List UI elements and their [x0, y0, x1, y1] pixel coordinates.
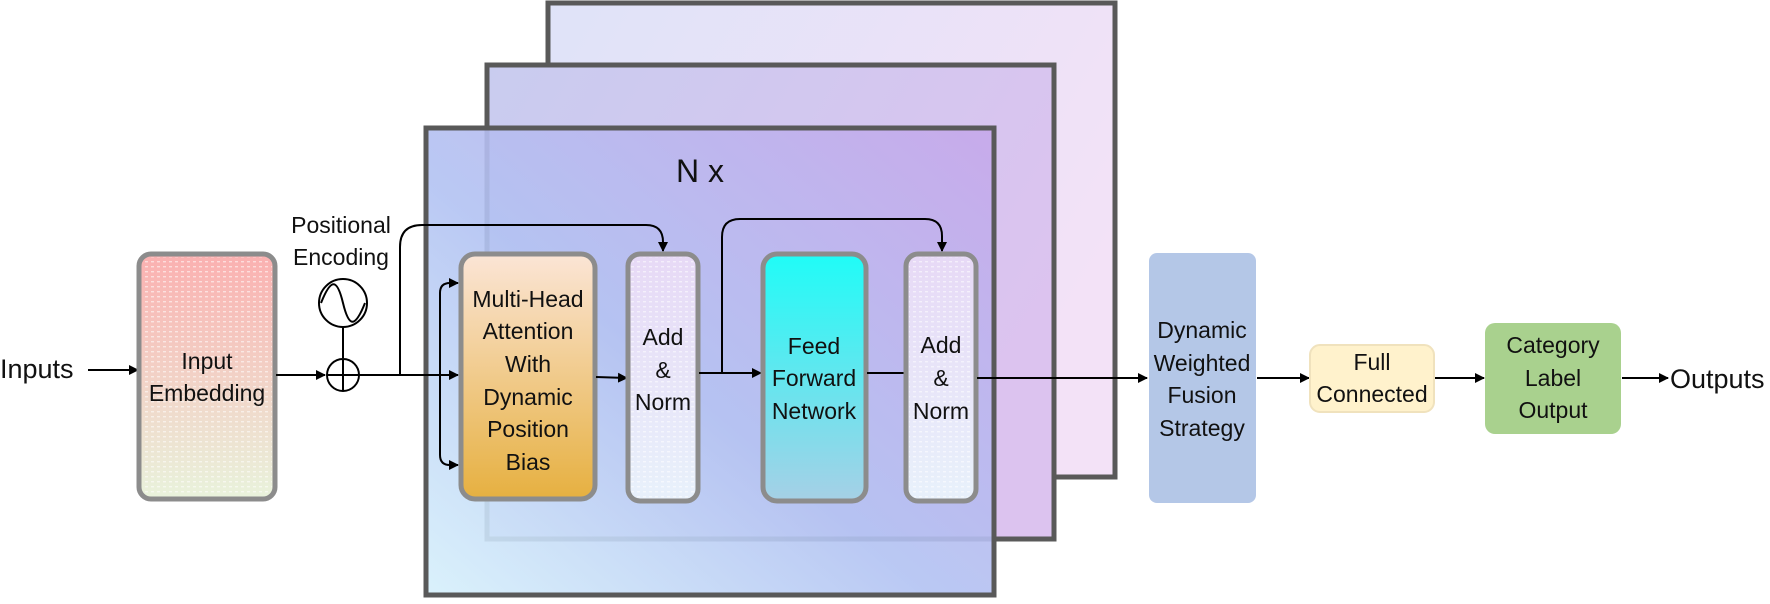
fusion-strategy-block: Dynamic Weighted Fusion Strategy	[1149, 253, 1256, 503]
inputs-label: Inputs	[0, 354, 74, 384]
mha-label: Position	[487, 416, 569, 442]
attention-branch-bottom	[439, 375, 459, 470]
fusion-label: Strategy	[1159, 415, 1245, 441]
positional-encoding-label: Positional	[291, 212, 391, 238]
residual-connection-1	[399, 224, 668, 375]
add-norm-label: Norm	[913, 398, 969, 424]
add-norm-label: Add	[643, 324, 684, 350]
mha-label: Multi-Head	[472, 286, 583, 312]
repeat-label: N x	[676, 153, 724, 189]
add-norm-label: Norm	[635, 389, 691, 415]
add-norm-label: Add	[921, 332, 962, 358]
sine-wave-icon	[318, 278, 368, 328]
mha-label: Bias	[506, 449, 551, 475]
add-norm-block-2: Add & Norm	[903, 251, 979, 504]
input-embedding-label: Embedding	[149, 380, 265, 406]
output-label: Label	[1525, 365, 1581, 391]
mha-label: Dynamic	[483, 384, 572, 410]
attention-branch-top	[439, 278, 459, 375]
add-norm-block-1: Add & Norm	[625, 251, 701, 504]
output-label: Output	[1518, 397, 1588, 423]
add-norm-label: &	[655, 357, 670, 383]
fusion-label: Fusion	[1167, 382, 1236, 408]
multi-head-attention-block: Multi-Head Attention With Dynamic Positi…	[458, 251, 598, 502]
residual-connection-2	[721, 218, 947, 373]
ffn-label: Feed	[788, 333, 840, 359]
ffn-label: Network	[772, 398, 857, 424]
add-operator-icon	[326, 358, 360, 392]
outputs-label: Outputs	[1670, 364, 1765, 394]
category-output-block: Category Label Output	[1485, 323, 1621, 434]
attention-to-norm-arrow	[595, 372, 628, 383]
input-embedding-block: Input Embedding	[136, 251, 278, 502]
ffn-label: Forward	[772, 365, 856, 391]
mha-label: With	[505, 351, 551, 377]
full-connected-block: Full Connected	[1309, 344, 1435, 413]
mha-label: Attention	[483, 318, 574, 344]
fc-label: Full	[1353, 349, 1390, 375]
feed-forward-block: Feed Forward Network	[760, 251, 869, 504]
fc-label: Connected	[1316, 381, 1427, 407]
fusion-label: Dynamic	[1157, 317, 1246, 343]
input-embedding-label: Input	[181, 348, 233, 374]
output-label: Category	[1506, 332, 1600, 358]
add-norm-label: &	[933, 365, 948, 391]
positional-encoding-label: Encoding	[293, 244, 389, 270]
fusion-label: Weighted	[1154, 350, 1251, 376]
